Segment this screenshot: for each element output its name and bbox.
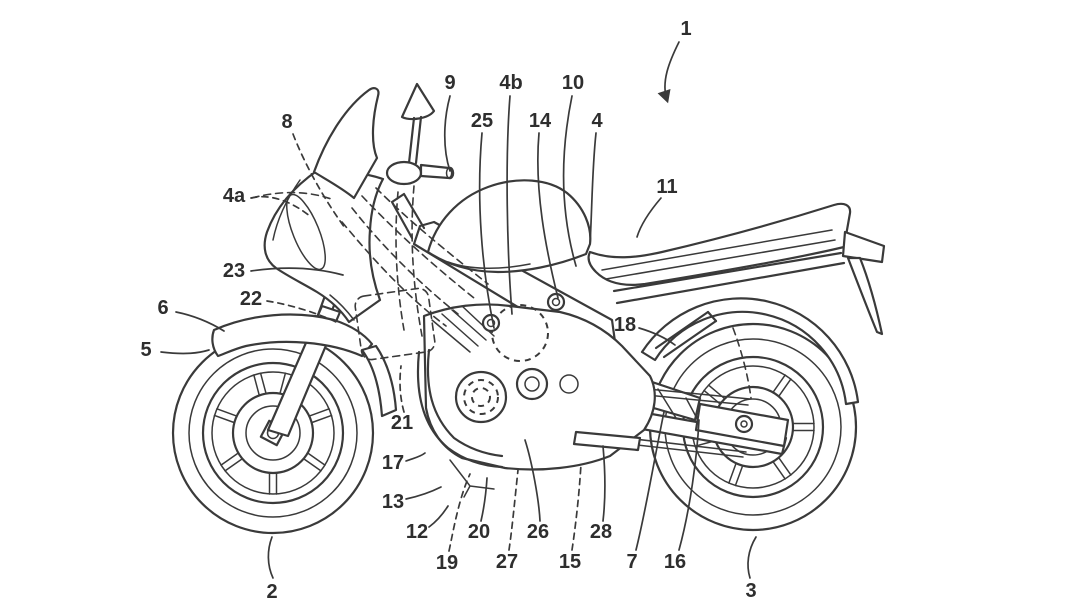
leader-line-21	[399, 365, 405, 413]
headlight-fairing	[263, 168, 385, 324]
radiator-hidden-edge	[251, 191, 335, 201]
leader-line-11	[636, 197, 662, 238]
leader-line-23	[250, 267, 344, 276]
ref-label-17: 17	[382, 452, 404, 474]
ref-label-4: 4	[591, 110, 603, 132]
ref-label-14: 14	[529, 110, 552, 132]
leader-line-17	[405, 452, 426, 462]
ref-label-26: 26	[527, 521, 549, 543]
ref-label-4a: 4a	[223, 185, 246, 207]
ref-label-20: 20	[468, 521, 490, 543]
ref-label-19: 19	[436, 552, 458, 574]
radiator-hidden	[354, 287, 436, 361]
rear-shock	[654, 310, 718, 359]
leader-line-4a	[250, 195, 312, 218]
leader-line-15	[571, 463, 582, 551]
seat-tail	[587, 202, 852, 286]
mirror	[400, 82, 436, 165]
leader-line-7	[635, 411, 665, 551]
leader-line-10	[562, 95, 577, 267]
windscreen	[312, 87, 380, 200]
engine-mount-bolt-front	[481, 313, 501, 333]
handlebar	[385, 160, 455, 186]
chain-guard	[572, 430, 642, 452]
cylinder-fins	[431, 305, 495, 353]
ref-label-22: 22	[240, 288, 262, 310]
front-sprocket	[454, 370, 508, 424]
ref-label-28: 28	[590, 521, 612, 543]
ref-label-2: 2	[266, 581, 277, 601]
rear-fender-hidden-edge	[732, 327, 752, 399]
ref-label-25: 25	[471, 110, 493, 132]
crankcase-cover	[515, 367, 549, 401]
front-fender	[211, 313, 398, 418]
leader-lines	[160, 41, 757, 579]
rear-axle	[734, 414, 754, 434]
ref-label-9: 9	[444, 72, 455, 94]
hidden-detail-lines	[251, 185, 489, 361]
seat-stripe	[601, 229, 836, 280]
leader-line-5	[160, 349, 210, 355]
ref-label-15: 15	[559, 551, 581, 573]
mud-flap	[846, 256, 884, 336]
ref-label-21: 21	[391, 412, 413, 434]
tail-light	[841, 230, 886, 264]
ref-label-1: 1	[680, 18, 691, 40]
leader-line-25	[478, 132, 495, 329]
ref-label-23: 23	[223, 260, 245, 282]
ref-label-13: 13	[382, 491, 404, 513]
leader-line-28	[602, 445, 606, 522]
leader-line-2	[267, 536, 274, 579]
leader-line-22	[266, 300, 337, 323]
ref-label-10: 10	[562, 72, 584, 94]
exhaust-pipe	[416, 348, 504, 469]
leader-line-3	[747, 536, 757, 579]
ref-label-7: 7	[626, 551, 637, 573]
leader-line-19	[448, 473, 471, 552]
ref-label-3: 3	[745, 580, 756, 601]
leader-line-12	[428, 505, 449, 528]
ref-label-4b: 4b	[499, 72, 522, 94]
ref-label-27: 27	[496, 551, 518, 573]
ref-label-18: 18	[614, 314, 636, 336]
leader-line-20	[480, 477, 488, 522]
leader-line-18	[638, 327, 676, 346]
air-duct-hidden	[351, 207, 459, 315]
rear-fender	[640, 297, 860, 406]
ref-label-12: 12	[406, 521, 428, 543]
leader-line-6	[175, 311, 225, 332]
frame-hidden	[395, 191, 405, 331]
leader-line-4	[589, 132, 597, 245]
intake-throttle-body	[491, 304, 549, 362]
fuel-tank	[426, 179, 592, 274]
ref-label-5: 5	[140, 339, 151, 361]
subframe	[612, 251, 846, 305]
leader-line-8	[292, 133, 346, 229]
engine-mount-bolt-rear	[546, 292, 566, 312]
ref-label-11: 11	[656, 176, 677, 198]
leader-line-13	[405, 486, 442, 500]
ref-label-6: 6	[157, 297, 168, 319]
ref-label-8: 8	[281, 111, 292, 133]
leader-line-16	[678, 419, 700, 551]
leader-line-4b	[506, 95, 513, 315]
leader-line-1	[657, 41, 680, 104]
ref-label-16: 16	[664, 551, 686, 573]
leader-line-9	[443, 95, 451, 172]
leader-line-14	[536, 132, 559, 299]
leader-line-26	[524, 439, 541, 522]
leader-line-27	[508, 469, 519, 551]
front-wheel	[171, 331, 375, 535]
